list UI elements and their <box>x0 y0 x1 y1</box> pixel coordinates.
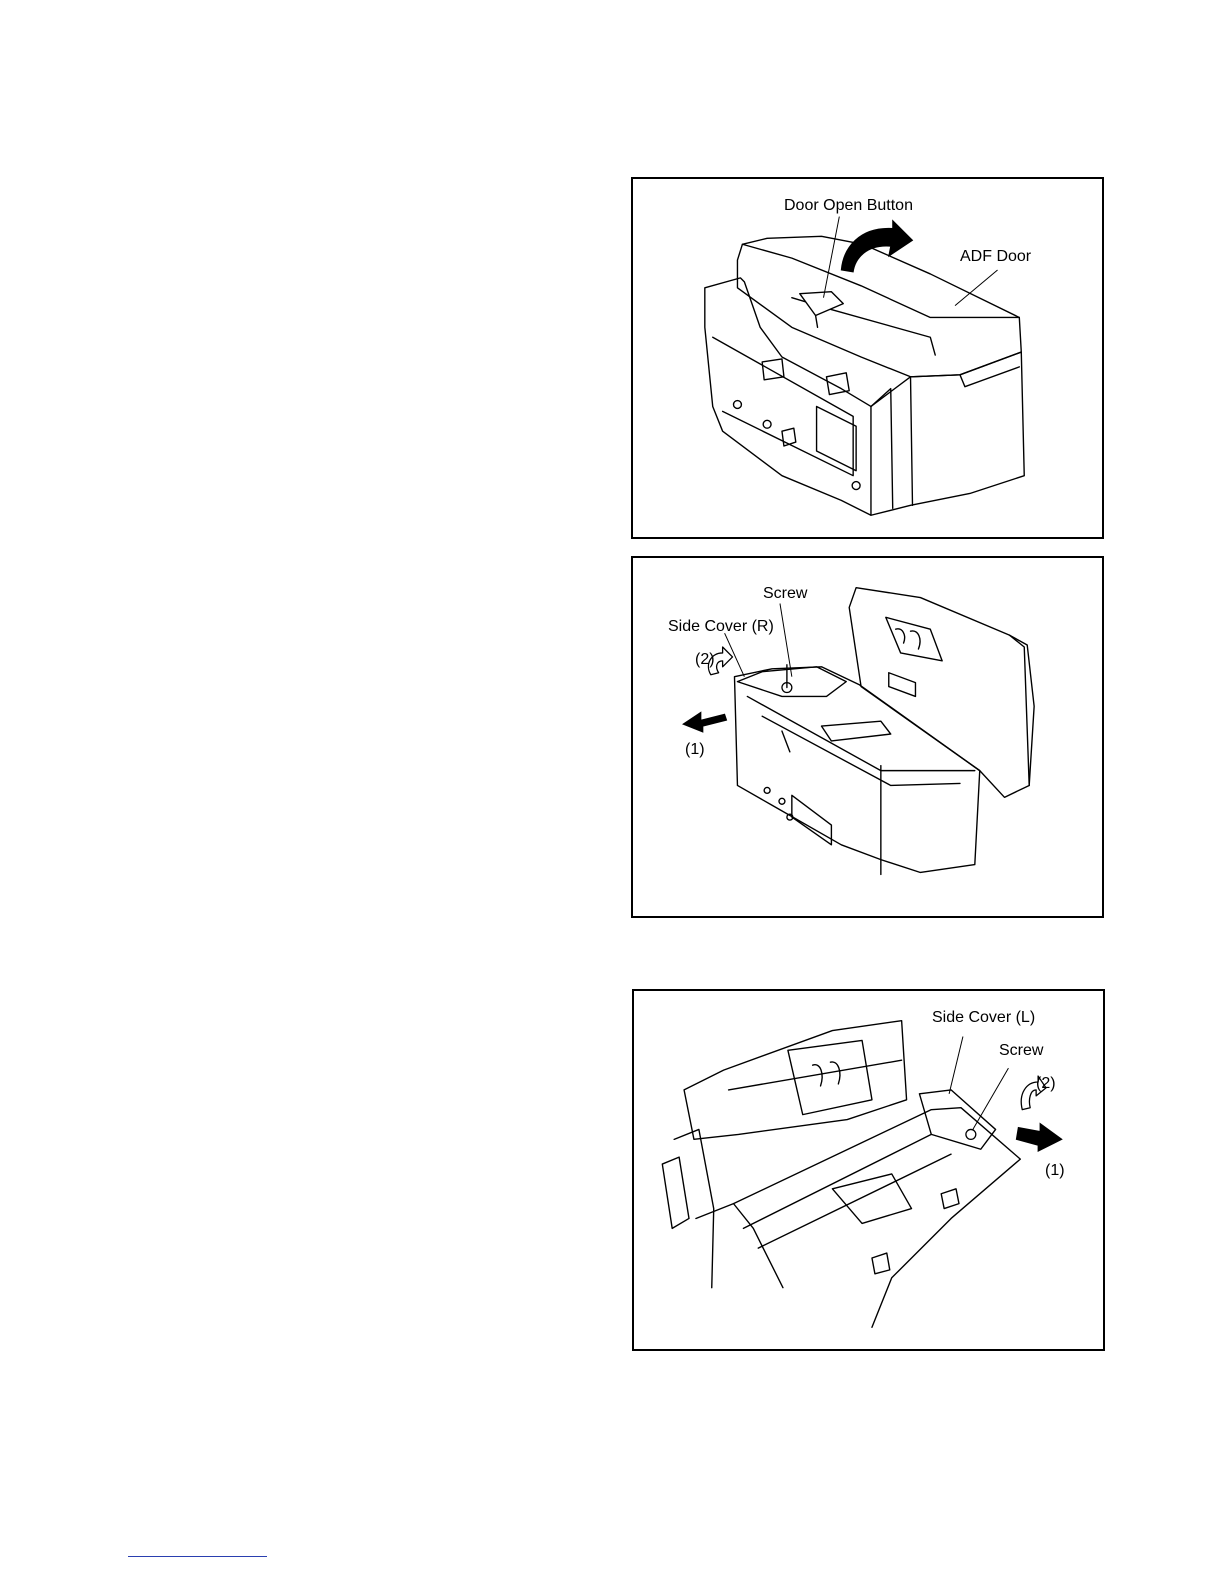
footer-rule <box>128 1556 267 1557</box>
figure-remove-side-cover-r: Screw Side Cover (R) (2) (1) <box>631 556 1104 918</box>
step-2-label: (2) <box>1036 1075 1056 1093</box>
scanner-open-right-drawing <box>633 558 1102 916</box>
screw-label: Screw <box>999 1042 1043 1060</box>
adf-door-label: ADF Door <box>960 248 1031 266</box>
curved-arrow-icon <box>841 221 912 272</box>
scanner-closed-drawing <box>633 179 1102 537</box>
pull-arrow-icon <box>1016 1124 1061 1152</box>
side-cover-r-label: Side Cover (R) <box>668 618 774 636</box>
pull-arrow-icon <box>683 712 727 732</box>
door-open-button-label: Door Open Button <box>784 197 913 215</box>
screw-label: Screw <box>763 585 807 603</box>
step-2-label: (2) <box>695 651 715 669</box>
side-cover-l-label: Side Cover (L) <box>932 1009 1035 1027</box>
figure-open-adf-door: Door Open Button ADF Door <box>631 177 1104 539</box>
step-1-label: (1) <box>1045 1162 1065 1180</box>
step-1-label: (1) <box>685 741 705 759</box>
figure-remove-side-cover-l: Side Cover (L) Screw (2) (1) <box>632 989 1105 1351</box>
